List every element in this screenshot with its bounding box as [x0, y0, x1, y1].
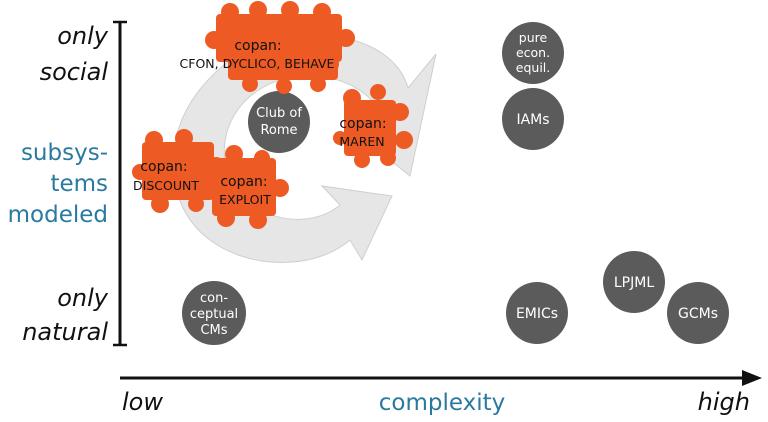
puzzle-exploit-subtitle: EXPLOIT	[219, 192, 271, 207]
circle-emics-label: EMICs	[516, 306, 558, 322]
puzzle-discount-title: copan:	[140, 159, 187, 175]
x-axis	[120, 370, 762, 386]
y-label-subsys: subsys-	[21, 140, 108, 166]
circle-emics: EMICs	[506, 282, 568, 344]
puzzle-discount-subtitle: DISCOUNT	[133, 178, 199, 193]
y-label-social: social	[40, 58, 109, 86]
circle-iams-label: IAMs	[516, 112, 549, 128]
circle-pure-econ-equil: pure econ. equil.	[502, 22, 564, 84]
x-label-high: high	[698, 388, 750, 416]
puzzle-cfon: copan: CFON, DYCLICO, BEHAVE	[180, 1, 355, 94]
puzzle-maren-subtitle: MAREN	[339, 134, 384, 149]
circle-lpjml: LPJML	[603, 251, 665, 313]
puzzle-exploit: copan: EXPLOIT	[200, 145, 289, 229]
y-axis	[113, 20, 127, 347]
circle-pure-line-2: econ.	[516, 45, 550, 60]
circle-conceptual-cms: con- ceptual CMs	[182, 281, 246, 345]
circle-conceptual-line-3: CMs	[200, 323, 227, 338]
puzzle-exploit-title: copan:	[220, 174, 267, 190]
circle-pure-line-3: equil.	[516, 60, 550, 75]
circle-club-of-rome-line-2: Rome	[260, 123, 297, 138]
y-label-natural: natural	[22, 318, 108, 346]
circle-club-of-rome-line-1: Club of	[256, 106, 302, 121]
circle-conceptual-line-1: con-	[200, 291, 228, 306]
circle-club-of-rome: Club of Rome	[248, 91, 310, 153]
circle-conceptual-line-2: ceptual	[190, 307, 238, 322]
puzzle-maren: copan: MAREN	[333, 84, 413, 168]
puzzle-cfon-subtitle: CFON, DYCLICO, BEHAVE	[180, 56, 335, 71]
circle-pure-line-1: pure	[519, 30, 548, 45]
circle-lpjml-label: LPJML	[614, 275, 654, 291]
y-label-tems: tems	[50, 171, 108, 197]
puzzle-maren-title: copan:	[339, 116, 386, 132]
y-label-only-1: only	[57, 22, 109, 50]
x-label-low: low	[122, 388, 163, 416]
y-label-only-2: only	[57, 284, 109, 312]
circle-gcms-label: GCMs	[678, 306, 718, 322]
x-label-complexity: complexity	[379, 390, 506, 416]
circle-gcms: GCMs	[667, 282, 729, 344]
puzzle-cfon-title: copan:	[234, 38, 281, 54]
y-label-modeled: modeled	[8, 202, 108, 228]
circle-iams: IAMs	[502, 88, 564, 150]
